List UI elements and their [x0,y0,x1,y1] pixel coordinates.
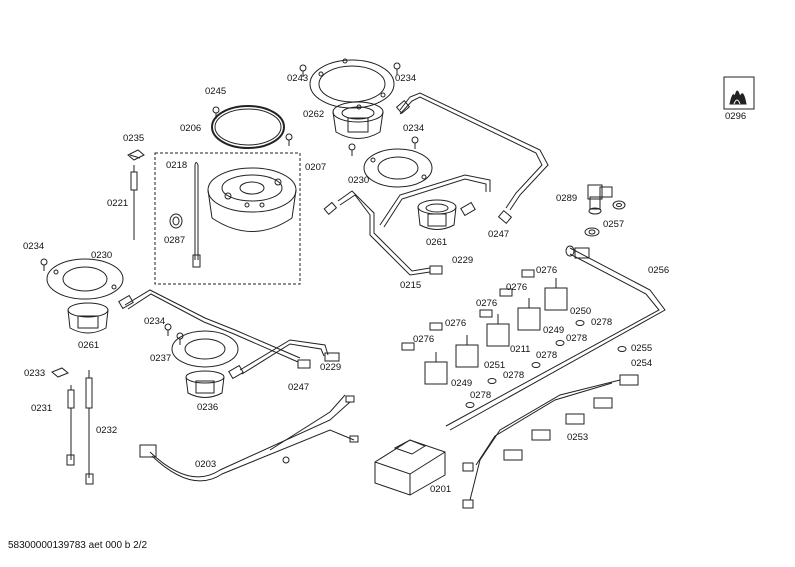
nut-0287 [169,213,183,229]
gas-pipe-0247b [118,289,340,380]
label-0234: 0234 [403,123,425,134]
label-0234: 0234 [395,73,417,84]
label-0203: 0203 [195,459,217,470]
label-0251: 0251 [484,360,506,371]
nozzles [401,269,535,351]
small-washers [465,320,627,408]
label-0276: 0276 [536,265,558,276]
sealing-ring-0206 [211,105,285,149]
label-0276: 0276 [413,334,435,345]
label-0230: 0230 [348,175,370,186]
label-0249: 0249 [451,378,473,389]
label-0229: 0229 [452,255,474,266]
gas-pipe-0229a [323,174,491,276]
label-0243: 0243 [287,73,309,84]
label-0287: 0287 [164,235,186,246]
label-0231: 0231 [31,403,53,414]
label-0289: 0289 [556,193,578,204]
burner-base-0207 [207,167,297,232]
label-0215: 0215 [400,280,422,291]
label-0247: 0247 [488,229,510,240]
label-0207: 0207 [305,162,327,173]
gasket-0237 [171,330,239,368]
gasket-0230a [363,148,433,188]
label-0245: 0245 [205,86,227,97]
label-0230: 0230 [91,250,113,261]
label-0255: 0255 [631,343,653,354]
label-0253: 0253 [567,432,589,443]
label-0276: 0276 [506,282,528,293]
label-0262: 0262 [303,109,325,120]
label-0229: 0229 [320,362,342,373]
burner-cup-0262 [332,101,384,139]
label-0276: 0276 [476,298,498,309]
burner-assembly-box [154,152,301,285]
label-0257: 0257 [603,219,625,230]
label-0233: 0233 [24,368,46,379]
thermocouple-0218 [192,162,201,268]
label-0201: 0201 [430,484,452,495]
label-0247: 0247 [288,382,310,393]
label-0232: 0232 [96,425,118,436]
label-0234: 0234 [144,316,166,327]
elbow-fitting-0289 [587,184,613,215]
ignition-electrodes [51,367,94,485]
label-0250: 0250 [570,306,592,317]
gasket-0243 [309,58,395,110]
label-0236: 0236 [197,402,219,413]
electrode-0221 [127,149,145,240]
label-0278: 0278 [503,370,525,381]
burner-cup-0261b [67,302,109,334]
label-0211: 0211 [510,344,531,355]
burner-cup-0236 [185,370,225,398]
label-0276: 0276 [445,318,467,329]
document-number: 58300000139783 aet 000 b 2/2 [8,540,148,551]
label-0249: 0249 [543,325,565,336]
gas-taps [424,278,568,385]
washer-0257 [584,200,626,237]
burner-cup-0261a [417,199,457,230]
label-0234: 0234 [23,241,45,252]
wiring-harness-0203 [139,394,359,482]
label-0218: 0218 [166,160,188,171]
label-0237: 0237 [150,353,172,364]
ignition-module-0201 [374,439,446,496]
label-0261: 0261 [426,237,448,248]
gasket-0230b [46,258,124,300]
label-0256: 0256 [648,265,670,276]
label-0278: 0278 [591,317,613,328]
label-0254: 0254 [631,358,653,369]
label-0221: 0221 [107,198,129,209]
manifold-pipe-0256 [445,245,666,431]
label-0278: 0278 [566,333,588,344]
flame-icon [723,76,755,110]
label-0235: 0235 [123,133,145,144]
label-0296: 0296 [725,111,747,122]
screws [40,62,419,345]
label-0278: 0278 [536,350,558,361]
label-0261: 0261 [78,340,100,351]
switch-harness-0253 [462,374,639,509]
label-0206: 0206 [180,123,202,134]
gas-pipe-0247a [395,92,549,224]
label-0278: 0278 [470,390,492,401]
